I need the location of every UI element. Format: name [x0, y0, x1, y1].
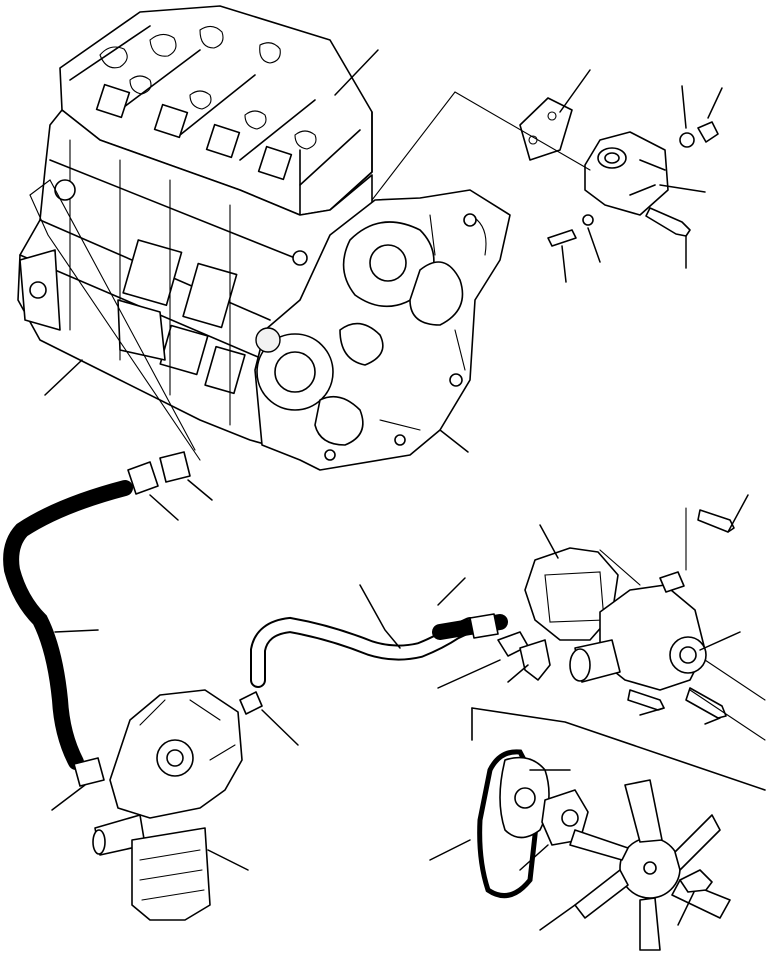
pump-bolt: [627, 689, 665, 711]
timing-gear-case: [254, 189, 511, 471]
thermostat-housing: [584, 131, 669, 216]
engine-block: [17, 5, 511, 471]
bypass-hose-group: [239, 613, 551, 715]
pump-bolt: [697, 509, 735, 533]
cylinder-head: [59, 5, 373, 216]
reference-lines: [29, 91, 766, 741]
hose-clamp: [73, 757, 105, 787]
oil-filter-group: [92, 689, 243, 921]
fan-bolt: [679, 869, 713, 893]
hose-clamp: [469, 613, 499, 639]
plug: [697, 121, 719, 143]
water-hose: [3, 480, 133, 770]
pump-bolt: [659, 571, 685, 593]
elbow-fitting: [519, 639, 551, 681]
hose-clamp: [239, 691, 263, 715]
housing-bolt: [645, 207, 691, 237]
oil-filter: [131, 827, 211, 921]
washer: [679, 132, 695, 148]
pump-bolt: [685, 687, 727, 719]
temperature-sender: [547, 229, 577, 247]
cylinder-block: [17, 109, 373, 446]
water-hose-group: [3, 451, 191, 787]
fan-belt: [477, 749, 543, 899]
cooling-fan: [569, 779, 731, 951]
washer: [582, 214, 594, 226]
fan-group: [471, 707, 766, 951]
hose-nipple: [159, 451, 191, 483]
thermostat-housing-group: [519, 97, 719, 247]
hose-clamp: [127, 461, 159, 495]
water-pump-group: [524, 509, 735, 719]
leader-lines: [44, 49, 749, 931]
